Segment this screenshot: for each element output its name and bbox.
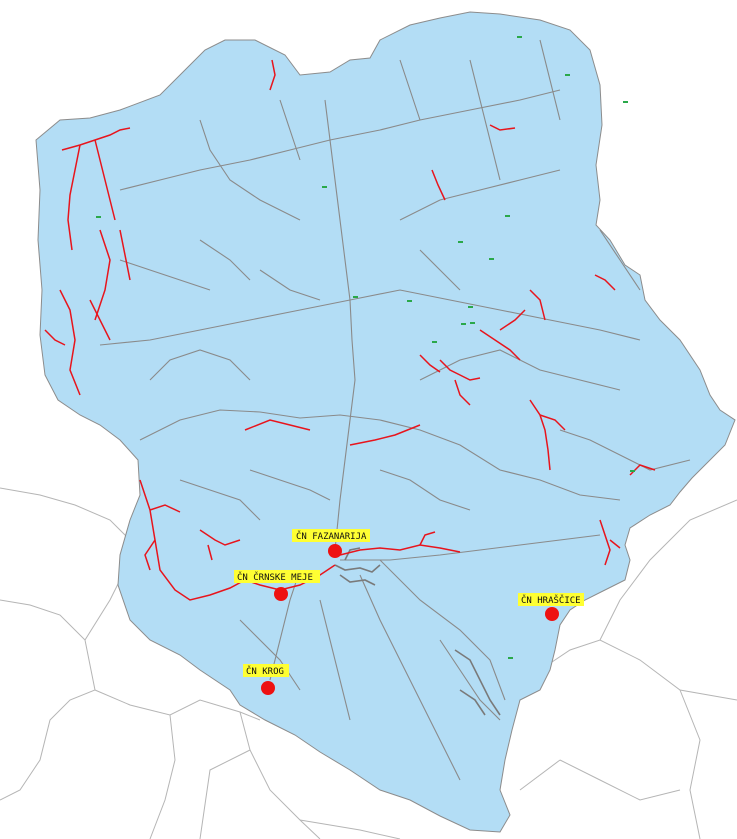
station-label-box <box>292 529 370 542</box>
station-marker[interactable] <box>328 544 342 558</box>
station-fazanarija[interactable]: ČN FAZANARIJA <box>292 529 370 558</box>
urban-network <box>334 547 501 716</box>
station-crnske-meje[interactable]: ČN ČRNSKE MEJE <box>234 570 320 601</box>
station-marker[interactable] <box>545 607 559 621</box>
station-label: ČN ČRNSKE MEJE <box>237 571 313 583</box>
municipality-area <box>35 11 736 833</box>
neighbor-borders <box>0 487 737 839</box>
station-marker[interactable] <box>261 681 275 695</box>
station-label: ČN HRAŠČICE <box>521 594 581 606</box>
station-krog[interactable]: ČN KROG <box>243 664 289 695</box>
station-label-box <box>518 593 584 606</box>
red-network <box>44 59 656 601</box>
gray-network <box>99 39 691 781</box>
station-label-box <box>243 664 289 677</box>
station-hrascice[interactable]: ČN HRAŠČICE <box>518 593 584 621</box>
station-marker[interactable] <box>274 587 288 601</box>
station-label-box <box>234 570 320 583</box>
small-symbols <box>96 36 635 659</box>
station-label: ČN FAZANARIJA <box>296 530 367 542</box>
station-label: ČN KROG <box>246 665 284 677</box>
